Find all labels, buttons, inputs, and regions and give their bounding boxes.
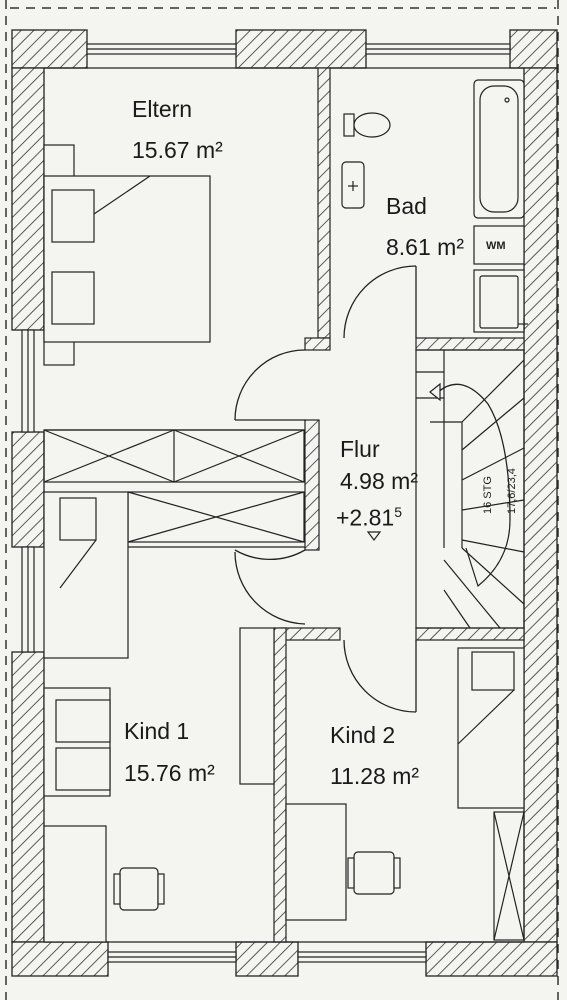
level-marker-icon	[366, 531, 382, 541]
exterior-walls	[11, 29, 558, 977]
room-name-eltern: Eltern	[132, 96, 193, 122]
room-area-kind2: 11.28 m²	[330, 763, 420, 789]
room-name-bad: Bad	[386, 193, 427, 219]
floor-level-flur: +2.815	[336, 505, 402, 530]
bathroom-fixtures	[341, 79, 528, 333]
doors	[234, 265, 417, 713]
room-name-flur: Flur	[340, 436, 380, 462]
room-area-kind1: 15.76 m²	[124, 760, 215, 786]
room-area-eltern: 15.67 m²	[132, 137, 223, 163]
washing-machine-label: WM	[486, 240, 506, 252]
wardrobes	[43, 429, 525, 941]
kind1-furniture	[43, 491, 275, 943]
interior-walls	[273, 67, 525, 943]
staircase	[415, 349, 525, 629]
property-border	[5, 0, 559, 1000]
double-bed	[43, 144, 211, 366]
room-name-kind2: Kind 2	[330, 722, 396, 748]
room-name-kind1: Kind 1	[124, 718, 190, 744]
room-area-bad: 8.61 m²	[386, 234, 464, 260]
kind2-furniture	[285, 647, 525, 921]
windows	[21, 43, 511, 963]
floor-level-superscript: 5	[394, 504, 402, 520]
stair-steps-label: 16 STG	[482, 476, 494, 514]
room-area-flur: 4.98 m²	[340, 468, 418, 494]
floor-level-value: +2.81	[336, 504, 395, 531]
stair-ratio-label: 17,6/23,4	[506, 468, 518, 514]
